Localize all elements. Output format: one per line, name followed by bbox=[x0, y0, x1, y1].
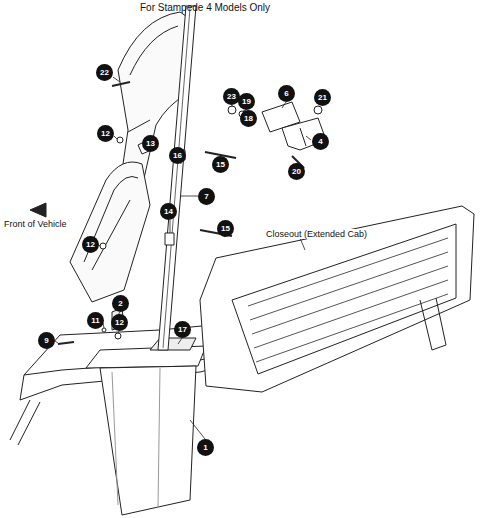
callout-number: 13 bbox=[142, 135, 159, 152]
callout-number: 11 bbox=[87, 312, 104, 329]
callout-number: 9 bbox=[38, 332, 55, 349]
callout-number: 12 bbox=[82, 236, 99, 253]
diagram-title: For Stampede 4 Models Only bbox=[140, 2, 270, 13]
callout-number: 19 bbox=[238, 93, 255, 110]
callout-number: 15 bbox=[212, 156, 229, 173]
part-label: Closeout (Extended Cab) bbox=[265, 229, 368, 239]
callout-number: 21 bbox=[314, 89, 331, 106]
callout-number: 4 bbox=[312, 133, 329, 150]
callout-number: 17 bbox=[174, 321, 191, 338]
callout-number: 1 bbox=[197, 439, 214, 456]
callout-number: 15 bbox=[217, 220, 234, 237]
callout-number: 12 bbox=[97, 125, 114, 142]
part-label: Front of Vehicle bbox=[3, 219, 68, 229]
callout-number: 14 bbox=[160, 203, 177, 220]
callout-number: 7 bbox=[198, 188, 215, 205]
callout-number: 12 bbox=[111, 314, 128, 331]
callout-number: 2 bbox=[112, 295, 129, 312]
callout-number: 22 bbox=[96, 64, 113, 81]
callout-number: 18 bbox=[240, 110, 257, 127]
callout-number: 20 bbox=[288, 163, 305, 180]
callout-number: 16 bbox=[169, 147, 186, 164]
callout-number: 6 bbox=[278, 85, 295, 102]
